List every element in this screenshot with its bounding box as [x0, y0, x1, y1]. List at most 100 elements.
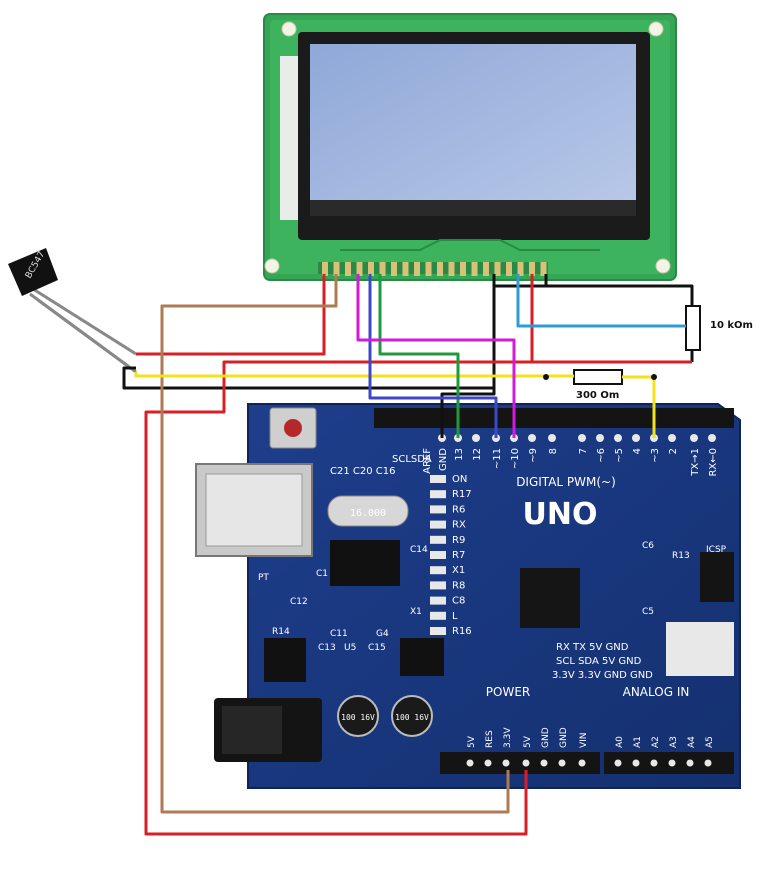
- cap1-label: 100 16V: [341, 713, 375, 722]
- lcd-pin[interactable]: [402, 262, 409, 276]
- wire-green: [378, 274, 460, 438]
- digital-pin-label: 12: [472, 448, 483, 461]
- pin-hole-icon[interactable]: [502, 759, 510, 767]
- lcd-pin[interactable]: [506, 262, 512, 276]
- scl-sda-label: SCLSDA: [392, 454, 432, 465]
- lcd-pin[interactable]: [448, 262, 455, 276]
- pin-hole-icon[interactable]: [484, 759, 492, 767]
- lcd-pin[interactable]: [379, 262, 386, 276]
- icsp-header[interactable]: [666, 622, 734, 676]
- power-header[interactable]: [440, 752, 600, 774]
- pin-hole-icon[interactable]: [596, 434, 604, 442]
- lcd-pin[interactable]: [517, 262, 524, 276]
- smd-part-icon: [430, 520, 446, 529]
- crystal-label: 16.000: [350, 508, 386, 519]
- power-pin-label: VIN: [579, 732, 589, 748]
- pin-hole-icon[interactable]: [668, 434, 676, 442]
- digital-pin-label: ~11: [492, 448, 503, 469]
- side-label: R7: [452, 550, 465, 561]
- icsp-row-2: SCL SDA 5V GND: [556, 656, 642, 667]
- pin-hole-icon[interactable]: [690, 434, 698, 442]
- lcd-pin[interactable]: [333, 262, 340, 276]
- lcd-pin[interactable]: [437, 262, 443, 276]
- smd-part-icon: [430, 551, 446, 559]
- misc-label: R13: [672, 551, 690, 561]
- pin-hole-icon[interactable]: [540, 759, 548, 767]
- smd-part-icon: [430, 596, 446, 605]
- pin-hole-icon[interactable]: [650, 759, 658, 767]
- atmega-chip: [520, 568, 580, 628]
- pin-hole-icon[interactable]: [614, 759, 622, 767]
- pin-hole-icon[interactable]: [578, 759, 586, 767]
- lcd-pin[interactable]: [483, 262, 489, 276]
- analog-header-label: ANALOG IN: [623, 685, 690, 699]
- digital-pin-label: ~3: [650, 448, 661, 463]
- lcd-pin[interactable]: [494, 262, 501, 276]
- power-header-label: POWER: [486, 685, 530, 699]
- bc547-transistor: BC547: [8, 248, 137, 374]
- pin-hole-icon[interactable]: [632, 759, 640, 767]
- side-label: X1: [452, 565, 465, 576]
- side-label: C8: [452, 596, 465, 607]
- lcd-pin[interactable]: [460, 262, 466, 276]
- misc-label: G4: [376, 629, 389, 639]
- side-label: R16: [452, 626, 472, 637]
- arduino-uno-board: 16.000 100 16V 100 16V ONR17R6RXR9R7X1R8…: [195, 403, 741, 789]
- misc-label: ICSP: [706, 545, 727, 555]
- pin-hole-icon[interactable]: [466, 759, 474, 767]
- pin-hole-icon[interactable]: [668, 759, 676, 767]
- misc-label: C5: [642, 607, 654, 617]
- side-label: ON: [452, 474, 467, 485]
- lcd-pin[interactable]: [414, 262, 420, 276]
- digital-header[interactable]: [374, 408, 734, 428]
- misc-label: C13: [318, 643, 336, 653]
- digital-header-label: DIGITAL PWM(~): [516, 475, 616, 489]
- lcd-pin[interactable]: [368, 262, 374, 276]
- digital-pin-label: 2: [668, 448, 679, 454]
- lcd-pin[interactable]: [356, 262, 363, 276]
- mount-hole-icon: [648, 21, 664, 37]
- power-pin-label: 5V: [523, 735, 533, 748]
- digital-pin-label: 8: [548, 448, 559, 454]
- pin-hole-icon[interactable]: [522, 759, 530, 767]
- voltage-regulator: [264, 638, 306, 682]
- icsp2-header[interactable]: [700, 552, 734, 602]
- digital-pin-label: 4: [632, 448, 643, 454]
- electrolytic-capacitor-1: [337, 695, 379, 737]
- smd-part-icon: [430, 627, 446, 635]
- side-label: R8: [452, 580, 465, 591]
- pin-hole-icon[interactable]: [704, 759, 712, 767]
- wire-black: [122, 274, 694, 438]
- icsp-row-1: RX TX 5V GND: [556, 642, 629, 653]
- lcd-pin[interactable]: [540, 262, 547, 276]
- wire-blue: [368, 274, 498, 438]
- misc-label: C15: [368, 643, 386, 653]
- digital-pin-label: 7: [578, 448, 589, 454]
- pin-hole-icon[interactable]: [686, 759, 694, 767]
- pin-hole-icon[interactable]: [708, 434, 716, 442]
- pin-hole-icon[interactable]: [578, 434, 586, 442]
- pin-hole-icon[interactable]: [472, 434, 480, 442]
- lcd-pin[interactable]: [322, 262, 328, 276]
- misc-label: C6: [642, 541, 654, 551]
- pin-hole-icon[interactable]: [528, 434, 536, 442]
- power-pin-label: RES: [485, 730, 495, 748]
- wire-cyan: [516, 274, 686, 328]
- lcd-pin[interactable]: [391, 262, 397, 276]
- cap2-label: 100 16V: [395, 713, 429, 722]
- smd-part-icon: [430, 581, 446, 590]
- lcd-pin[interactable]: [529, 262, 535, 276]
- pin-hole-icon[interactable]: [558, 759, 566, 767]
- lcd-pin[interactable]: [425, 262, 432, 276]
- lcd-pin[interactable]: [345, 262, 351, 276]
- pin-hole-icon[interactable]: [614, 434, 622, 442]
- lcd-pin[interactable]: [471, 262, 478, 276]
- pin-hole-icon[interactable]: [632, 434, 640, 442]
- side-label: L: [452, 611, 458, 622]
- junction-dot-icon: [543, 374, 549, 380]
- pin-hole-icon[interactable]: [548, 434, 556, 442]
- digital-pin-label: ~9: [528, 448, 539, 463]
